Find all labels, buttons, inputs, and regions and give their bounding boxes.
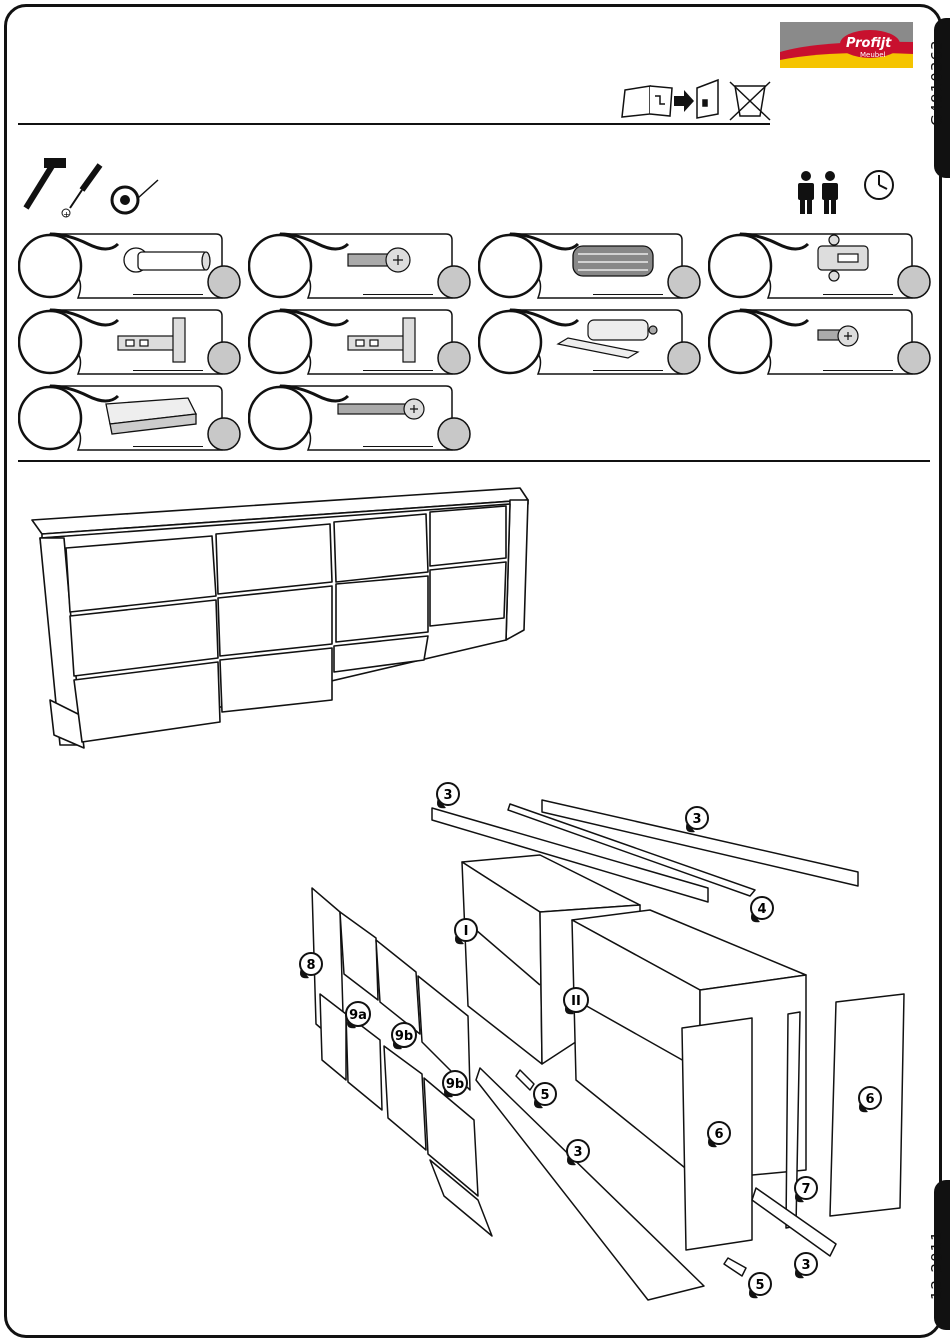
- svg-text:3: 3: [692, 812, 701, 827]
- svg-text:5: 5: [540, 1088, 549, 1103]
- svg-text:3: 3: [443, 788, 452, 803]
- svg-text:9b: 9b: [395, 1029, 413, 1044]
- svg-text:I: I: [464, 924, 469, 939]
- part-label: 3: [567, 1140, 589, 1165]
- part-label: 3: [686, 807, 708, 832]
- svg-text:9b: 9b: [446, 1077, 464, 1092]
- svg-text:4: 4: [757, 902, 766, 917]
- part-label: 9b: [392, 1023, 416, 1049]
- svg-text:3: 3: [801, 1258, 810, 1273]
- part-label: 4: [751, 897, 773, 922]
- part-label: 9a: [346, 1002, 370, 1028]
- svg-text:9a: 9a: [349, 1008, 367, 1023]
- part-label: 3: [437, 783, 459, 808]
- svg-text:5: 5: [755, 1278, 764, 1293]
- svg-text:6: 6: [865, 1092, 874, 1107]
- part-label: 5: [534, 1083, 556, 1108]
- part-label: 7: [795, 1177, 817, 1202]
- part-label: 9b: [443, 1071, 467, 1097]
- svg-text:3: 3: [573, 1145, 582, 1160]
- svg-text:6: 6: [714, 1127, 723, 1142]
- part-label: 3: [795, 1253, 817, 1278]
- svg-text:8: 8: [306, 958, 315, 973]
- part-label: 5: [749, 1273, 771, 1298]
- svg-text:7: 7: [801, 1182, 810, 1197]
- svg-text:II: II: [571, 994, 581, 1009]
